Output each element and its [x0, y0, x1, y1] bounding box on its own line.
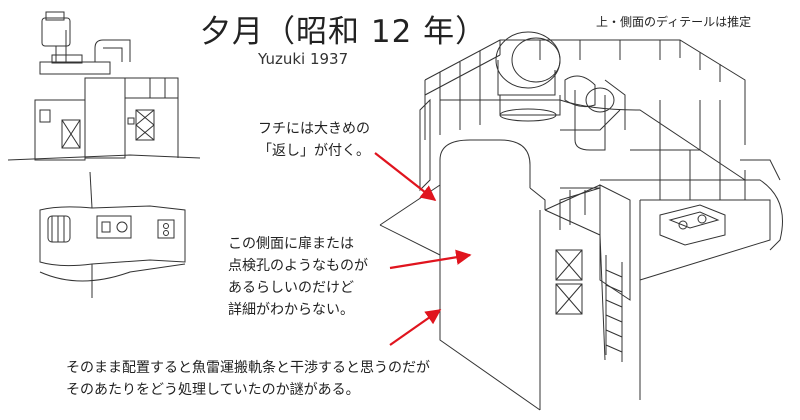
arrow-bottom [389, 309, 442, 346]
page-subtitle: Yuzuki 1937 [258, 50, 349, 68]
side-elevation-view [7, 11, 201, 161]
isometric-bridge-view [379, 31, 783, 411]
arrow-side [389, 249, 472, 270]
note-rim-line: フチには大きめの [258, 121, 370, 137]
note-bottom-line: そのあたりをどう処理していたのか謎がある。 [66, 382, 360, 398]
note-side-line: あるらしいのだけど [228, 280, 354, 296]
plan-view [39, 171, 186, 298]
corner-note: 上・側面のディテールは推定 [596, 15, 752, 29]
annotation-arrows [374, 152, 472, 346]
note-bottom-line: そのまま配置すると魚雷運搬軌条と干渉すると思うのだが [66, 360, 430, 376]
note-bottom: そのまま配置すると魚雷運搬軌条と干渉すると思うのだが そのあたりをどう処理してい… [66, 357, 430, 401]
arrow-rim [374, 152, 437, 201]
note-side-line: 点検孔のようなものが [228, 258, 368, 274]
note-side: この側面に扉または 点検孔のようなものが あるらしいのだけど 詳細がわからない。 [228, 233, 368, 321]
note-side-line: 詳細がわからない。 [228, 302, 354, 318]
note-rim-line: 「返し」が付く。 [258, 143, 370, 159]
note-rim: フチには大きめの 「返し」が付く。 [258, 118, 370, 162]
note-side-line: この側面に扉または [228, 236, 354, 252]
page-title: 夕月（昭和 12 年） [200, 14, 488, 50]
